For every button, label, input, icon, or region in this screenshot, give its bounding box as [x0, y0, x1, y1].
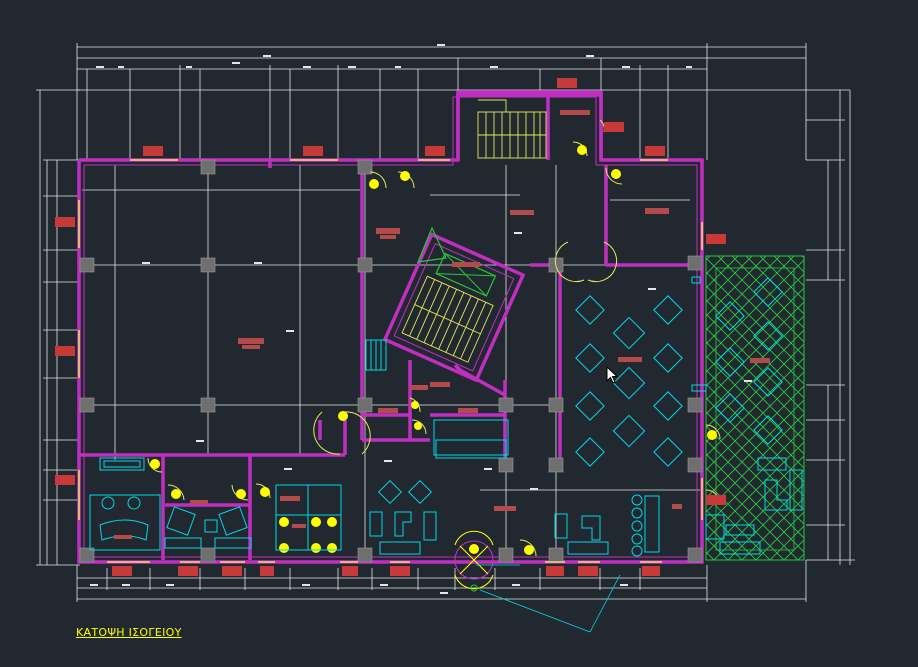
- top-staircase: [477, 99, 547, 159]
- cafe-tables: [575, 277, 783, 467]
- walls: [77, 90, 704, 564]
- rotated-stair-core: [382, 232, 526, 383]
- doors: [147, 119, 721, 557]
- room-labels: [114, 110, 770, 539]
- furniture: [89, 276, 803, 557]
- dimension-lines: [36, 43, 855, 602]
- windows: [78, 159, 703, 563]
- room-label-tags: [55, 78, 726, 576]
- arrow-cursor-icon: [606, 365, 619, 388]
- dimension-ticks: [90, 44, 752, 594]
- drawing-title: ΚΑΤΟΨΗ ΙΣΟΓΕΙΟΥ: [76, 626, 182, 639]
- entrance-revolving-door: [454, 530, 494, 590]
- columns: [79, 159, 703, 563]
- terrace-grass: [705, 255, 805, 561]
